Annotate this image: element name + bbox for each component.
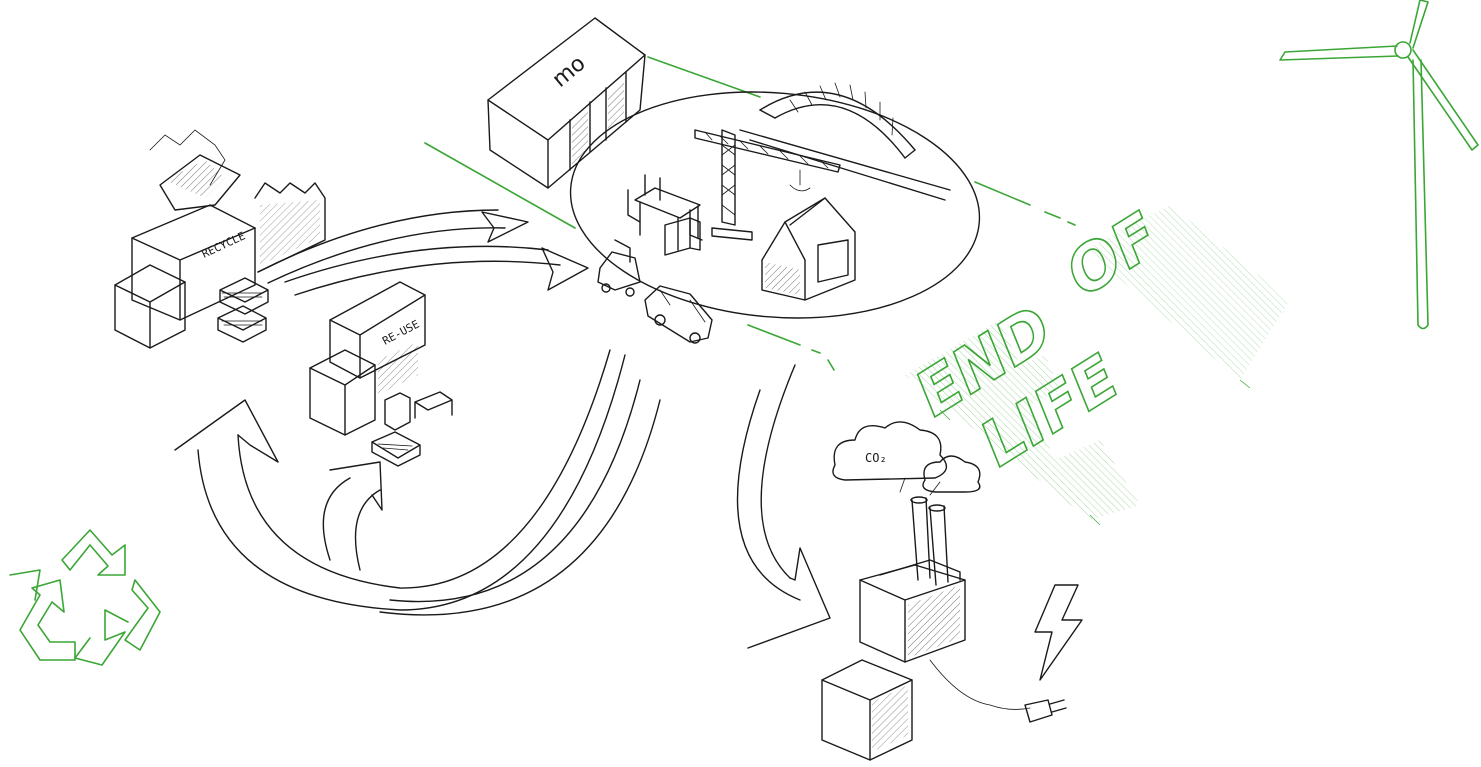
recycle-sign: RECYCLE	[200, 229, 248, 260]
lightning-bolt-icon	[1034, 584, 1083, 681]
reuse-sign: RE-USE	[380, 318, 421, 348]
van-icon	[644, 285, 713, 344]
crane-icon	[694, 129, 841, 241]
forklift-icon	[597, 239, 641, 297]
recycle-building: RECYCLE	[114, 129, 326, 349]
end-of-life-lettering: END OF LIFE	[905, 195, 1290, 526]
bridge-icon	[739, 82, 951, 201]
use-phase-ellipse	[569, 91, 981, 319]
building-frames	[761, 197, 856, 301]
co2-cloud-icon: CO₂	[832, 421, 981, 496]
power-plant	[821, 496, 1031, 761]
power-plug-icon	[1024, 699, 1067, 723]
flow-arrows	[174, 209, 831, 649]
co2-label: CO₂	[865, 451, 887, 465]
recycle-symbol-icon	[9, 529, 161, 666]
wind-turbine-icon	[1279, 0, 1479, 330]
reuse-building: RE-USE	[309, 281, 453, 467]
furniture-set	[627, 174, 703, 256]
company-logo: mo	[548, 51, 591, 93]
divider-lines	[424, 56, 1076, 371]
company-building: mo	[487, 17, 646, 189]
